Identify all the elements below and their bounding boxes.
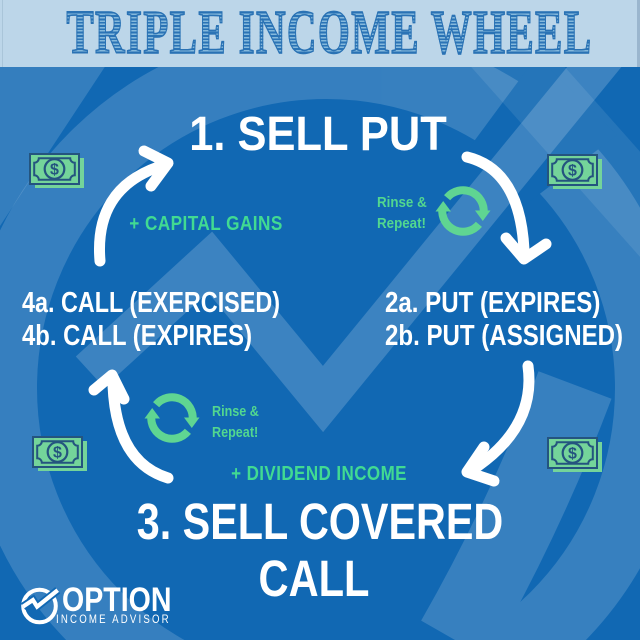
svg-text:$: $ xyxy=(568,446,577,463)
step-2a-label: 2a. PUT (EXPIRES) xyxy=(385,287,601,320)
step-4b-label: 4b. CALL (EXPIRES) xyxy=(21,320,252,353)
arrow-4-to-1 xyxy=(93,145,174,267)
step-3-label-line2: CALL xyxy=(258,549,370,607)
money-icon-top-right: $ xyxy=(547,154,602,189)
step-4a-label: 4a. CALL (EXERCISED) xyxy=(21,287,280,320)
step-3-label-line1: 3. SELL COVERED xyxy=(136,493,504,551)
arrow-1-to-2 xyxy=(461,151,552,265)
recycle-icon-top xyxy=(435,186,491,236)
logo-name: OPTION xyxy=(62,581,172,620)
capital-gains-label: + CAPITAL GAINS xyxy=(128,213,283,235)
page-title: TRIPLE INCOME WHEEL xyxy=(66,0,593,67)
rinse-repeat-bottom-label: Rinse & Repeat! xyxy=(211,403,259,441)
money-icon-bottom-right: $ xyxy=(547,437,602,472)
logo-tagline: INCOME ADVISOR xyxy=(56,614,171,626)
money-icon-bottom-left: $ xyxy=(32,436,87,471)
header-band: TRIPLE INCOME WHEEL xyxy=(0,0,640,67)
logo-check-icon xyxy=(20,587,61,625)
recycle-icon-bottom xyxy=(144,393,200,443)
money-icon-top-left: $ xyxy=(29,153,84,188)
svg-text:$: $ xyxy=(568,163,577,180)
dividend-income-label: + DIVIDEND INCOME xyxy=(231,462,407,485)
rinse-repeat-top-label: Rinse & Repeat! xyxy=(377,194,427,232)
svg-text:$: $ xyxy=(50,162,59,179)
step-1-label: 1. SELL PUT xyxy=(189,107,447,161)
svg-text:$: $ xyxy=(53,445,62,462)
step-2b-label: 2b. PUT (ASSIGNED) xyxy=(385,320,624,353)
arrow-2-to-3 xyxy=(461,360,535,487)
arrow-3-to-4 xyxy=(88,369,174,484)
